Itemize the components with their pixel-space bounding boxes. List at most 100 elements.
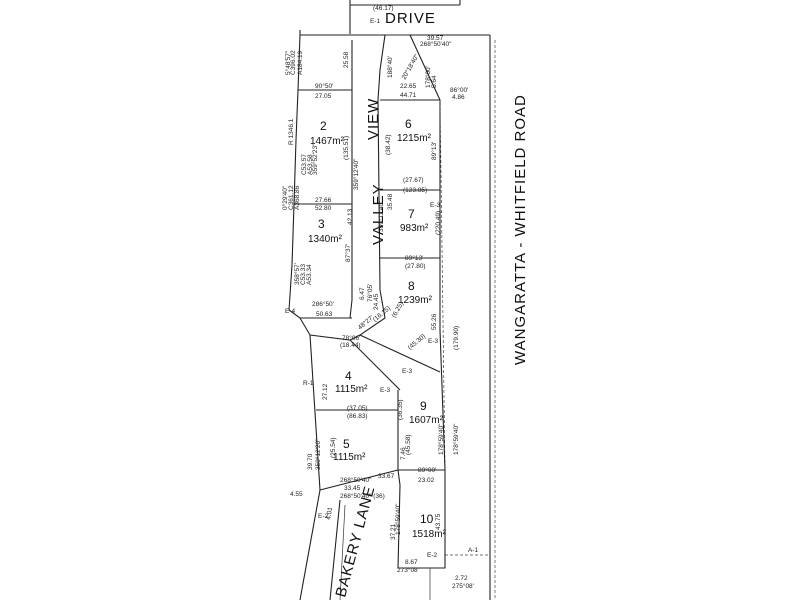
dim: 89°13' [430, 142, 438, 160]
dim: 4.86 [452, 94, 465, 101]
dim: 76°05' [366, 284, 374, 302]
dim: 27.05 [315, 93, 332, 100]
lot-9: 9 1607m² [409, 399, 444, 426]
dim: 39.70 [307, 453, 314, 470]
lot-8-area: 1239m² [398, 295, 433, 306]
road-easement-e1: E-1 [370, 18, 381, 25]
dim: 5°48'57" [284, 50, 292, 75]
lot-4: 4 1115m² [335, 369, 368, 395]
dim: 78°06' [342, 334, 360, 342]
dim: 37.21 [390, 523, 397, 540]
west-boundary-north [288, 34, 301, 311]
dim: 23.02 [418, 477, 435, 484]
dim: 48°27' [356, 314, 375, 332]
dim: 178°59'40" [437, 423, 445, 455]
easement-label: A-1 [468, 547, 479, 554]
dim: (37.05) [347, 405, 368, 412]
dim: 89°00' [418, 466, 436, 474]
dim: 268°50'40" (36) [340, 492, 385, 500]
lot8-south [358, 317, 441, 373]
dim: 2.72 [455, 575, 468, 582]
dim: 35.48 [387, 193, 394, 210]
dim: 22.65 [400, 83, 417, 90]
dim: A368.86 [294, 185, 301, 210]
bakery-lane-edge [299, 489, 321, 600]
lot10-boundary [397, 469, 446, 569]
lot-7: 7 983m² [400, 207, 429, 234]
valley-view-west [349, 40, 353, 319]
dim: 24.45 [373, 293, 380, 310]
lot-2: 2 1467m² [310, 119, 345, 147]
lot-10: 10 1518m² [412, 512, 447, 540]
dim: A53.34 [306, 264, 313, 285]
lot-3: 3 1340m² [308, 217, 343, 245]
lot4-north [299, 317, 361, 341]
drive-south-boundary [299, 30, 490, 36]
easement-label: E-3 [402, 368, 413, 375]
dim: (45.58) [405, 434, 412, 455]
lot-3-number: 3 [318, 217, 325, 231]
dim: (179.90) [453, 326, 460, 350]
dim: C53.57 [301, 154, 308, 175]
dim: 55.26 [431, 313, 438, 330]
dim: 27.66 [315, 197, 332, 204]
dim: 44.71 [400, 92, 417, 99]
dim: (36.35) [397, 399, 404, 420]
dim: 6.47 [359, 287, 366, 300]
dim: 20°18'40" [400, 52, 421, 81]
road-name-wangaratta: WANGARATTA - WHITFIELD ROAD [512, 94, 529, 365]
dim: 87°37' [344, 244, 352, 262]
dim: 33.45 [344, 485, 361, 492]
lot-3-area: 1340m² [308, 234, 343, 245]
lot-5-area: 1115m² [333, 452, 366, 463]
dimension-labels: (46.17) 39.57 268°50'40" 90°50' 27.05 27… [290, 5, 474, 590]
lot-6: 6 1215m² [397, 117, 432, 144]
dim: 7.46 [400, 447, 407, 460]
dim: 359°12'20" [314, 438, 322, 470]
dim: R 1346.1 [288, 118, 295, 145]
road-name-drive: DRIVE [385, 10, 436, 27]
dim: 52.80 [315, 205, 332, 212]
dim: (6.25) [391, 301, 406, 319]
easement-label: E-2 [318, 513, 329, 520]
lot-2-number: 2 [320, 119, 327, 133]
dim: A184.19 [297, 50, 304, 75]
bakery-lane-edge-2 [329, 499, 341, 600]
dim: (86.83) [347, 413, 368, 420]
dim: 273°08' [397, 566, 419, 574]
lot-10-area: 1518m² [412, 529, 447, 540]
dim: 90°50' [315, 82, 333, 90]
dim: 359°52'23" [311, 143, 319, 175]
lot-10-number: 10 [420, 512, 434, 526]
dim: 33.67 [378, 473, 395, 480]
dim: C361.12 [288, 185, 295, 210]
dim: 178°59'40" [394, 503, 402, 535]
dim: (27.67) [403, 177, 424, 184]
dim: 42.13 [347, 208, 354, 225]
easement-label: E-3 [430, 202, 441, 209]
dim: 5.64 [431, 75, 438, 88]
dim: 358°57' [293, 263, 301, 285]
road-name-view: VIEW [365, 98, 382, 140]
dim: 286°50' [312, 300, 334, 308]
lot-4-number: 4 [345, 369, 352, 383]
dim: 275°08' [452, 582, 474, 590]
lot4-5-west [309, 334, 321, 491]
lot9-east [439, 329, 446, 471]
dim: 8.67 [405, 559, 418, 566]
dim: (46.17) [373, 5, 394, 12]
dim: 0°29'40" [281, 185, 289, 210]
lot-6-area: 1215m² [397, 133, 432, 144]
lot-4-area: 1115m² [335, 384, 368, 395]
lot-9-number: 9 [420, 399, 427, 413]
dim: 4.55 [290, 491, 303, 498]
dim: (123.85) [403, 187, 427, 194]
dim: (38.42) [385, 134, 392, 155]
dim: 86°00' [450, 86, 468, 94]
dim: 43.75 [435, 513, 442, 530]
bakery-lane-edge-3 [339, 504, 346, 600]
lot-5-number: 5 [343, 437, 350, 451]
dim: (25.54) [330, 437, 337, 458]
